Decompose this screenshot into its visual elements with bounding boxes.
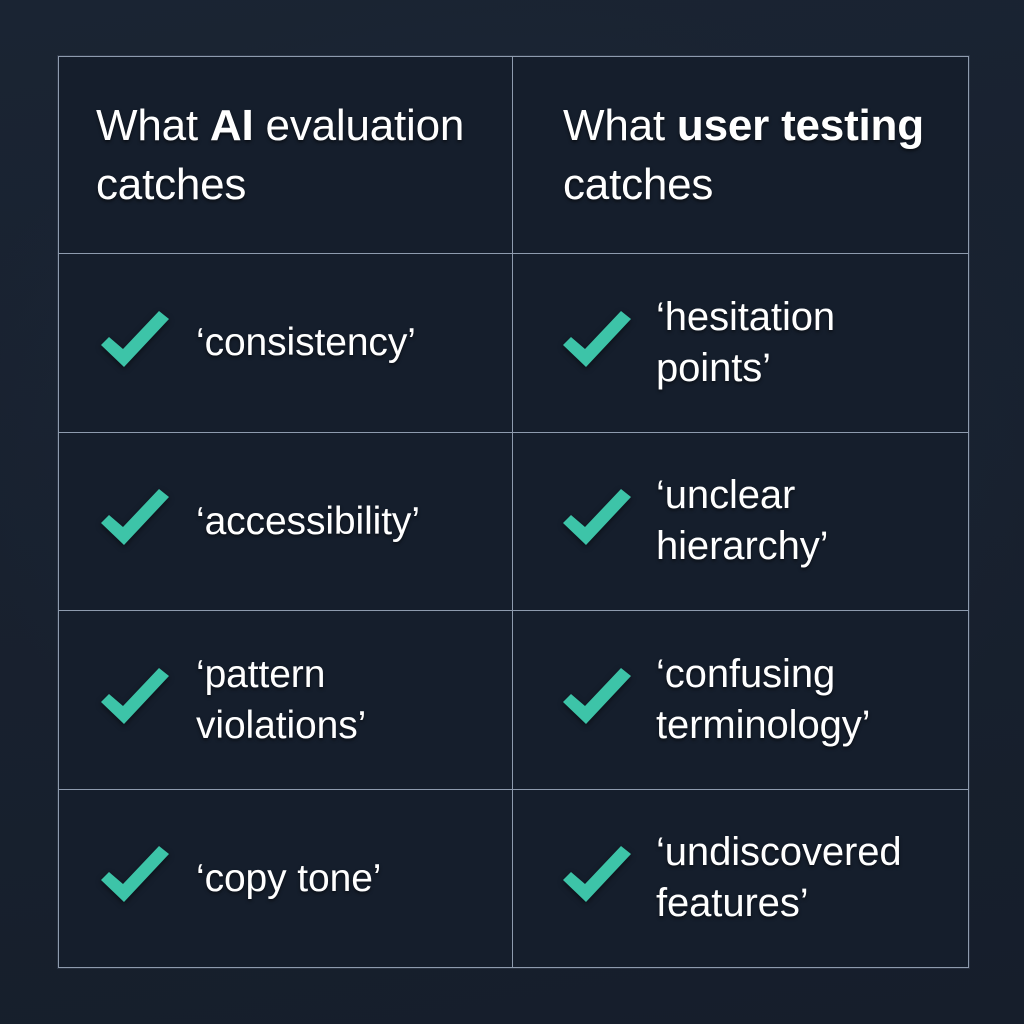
header-prefix: What xyxy=(96,101,210,150)
cell-user-testing-1: ‘hesitation points’ xyxy=(512,253,969,433)
cell-user-testing-3: ‘confusing terminology’ xyxy=(512,610,969,790)
table-body: ‘consistency’ ‘hesitation points’ xyxy=(58,253,969,968)
header-strong: user testing xyxy=(676,101,924,150)
comparison-table: What AI evaluation catches What user tes… xyxy=(58,56,969,968)
check-icon xyxy=(101,846,169,903)
table-header-row: What AI evaluation catches What user tes… xyxy=(58,56,969,254)
check-icon xyxy=(563,489,631,546)
cell-label: ‘pattern violations’ xyxy=(196,652,367,747)
check-icon xyxy=(563,310,631,367)
cell-label: ‘consistency’ xyxy=(196,321,416,365)
cell-label: ‘unclear hierarchy’ xyxy=(656,473,829,569)
check-icon xyxy=(563,846,631,903)
check-icon xyxy=(101,667,169,724)
column-header-user-testing: What user testing catches xyxy=(512,56,969,254)
check-icon xyxy=(101,489,169,546)
cell-label: ‘confusing terminology’ xyxy=(656,651,871,747)
header-prefix: What xyxy=(563,101,677,150)
table-row: ‘accessibility’ ‘unclear hierarchy’ xyxy=(58,431,969,611)
cell-label: ‘hesitation points’ xyxy=(656,294,836,390)
column-header-user-testing-text: What user testing catches xyxy=(563,96,942,214)
table-row: ‘pattern violations’ ‘confusing terminol… xyxy=(58,610,969,790)
column-header-ai-evaluation: What AI evaluation catches xyxy=(58,56,513,254)
cell-user-testing-4: ‘undiscovered features’ xyxy=(512,788,969,968)
cell-ai-evaluation-1: ‘consistency’ xyxy=(58,253,513,433)
header-suffix: evaluation catches xyxy=(96,101,465,209)
table-row: ‘copy tone’ ‘undiscovered features’ xyxy=(58,788,969,968)
cell-label: ‘accessibility’ xyxy=(196,499,420,543)
cell-ai-evaluation-3: ‘pattern violations’ xyxy=(58,610,513,790)
table-row: ‘consistency’ ‘hesitation points’ xyxy=(58,253,969,433)
cell-ai-evaluation-2: ‘accessibility’ xyxy=(58,431,513,611)
cell-user-testing-2: ‘unclear hierarchy’ xyxy=(512,431,969,611)
column-header-ai-evaluation-text: What AI evaluation catches xyxy=(96,96,486,214)
cell-label: ‘copy tone’ xyxy=(196,856,382,900)
comparison-table-container: What AI evaluation catches What user tes… xyxy=(58,56,969,968)
header-strong: AI xyxy=(209,101,254,150)
cell-label: ‘undiscovered features’ xyxy=(656,830,902,926)
header-suffix: catches xyxy=(563,160,714,209)
cell-ai-evaluation-4: ‘copy tone’ xyxy=(58,788,513,968)
check-icon xyxy=(101,310,169,367)
check-icon xyxy=(563,667,631,724)
